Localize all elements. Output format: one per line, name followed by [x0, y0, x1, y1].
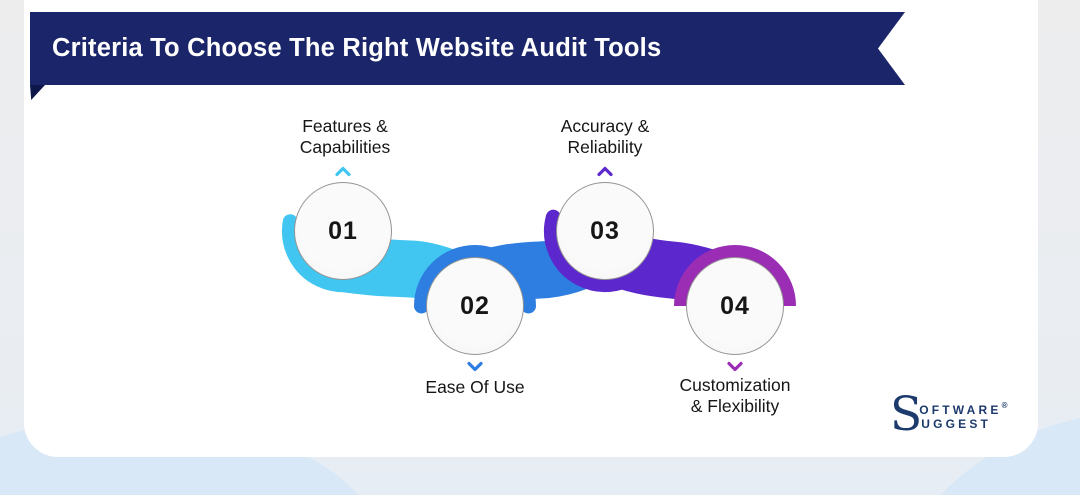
step-number: 03 [590, 216, 620, 245]
brand-logo-word-top: OFTWARE® [919, 401, 1008, 417]
step-circle-03: 03 [556, 182, 654, 280]
chevron-down-icon [467, 361, 483, 372]
chevron-up-icon [597, 166, 613, 177]
step-label-03: Accuracy & Reliability [560, 116, 650, 157]
step-label-04: Customization & Flexibility [679, 375, 791, 416]
brand-logo-initial: S [890, 387, 923, 442]
title-banner: Criteria To Choose The Right Website Aud… [30, 12, 905, 85]
brand-logo-word-bottom: UGGEST [921, 417, 992, 431]
step-circle-01: 01 [294, 182, 392, 280]
registered-mark: ® [1001, 401, 1008, 410]
step-number: 04 [720, 291, 750, 320]
step-circle-02: 02 [426, 257, 524, 355]
chevron-down-icon [727, 361, 743, 372]
step-number: 02 [460, 291, 490, 320]
page-title: Criteria To Choose The Right Website Aud… [52, 34, 662, 62]
chevron-up-icon [335, 166, 351, 177]
step-label-01: Features & Capabilities [299, 116, 391, 157]
step-circle-04: 04 [686, 257, 784, 355]
step-number: 01 [328, 216, 358, 245]
step-label-02: Ease Of Use [425, 377, 525, 397]
brand-logo: S OFTWARE® UGGEST [890, 387, 1008, 442]
